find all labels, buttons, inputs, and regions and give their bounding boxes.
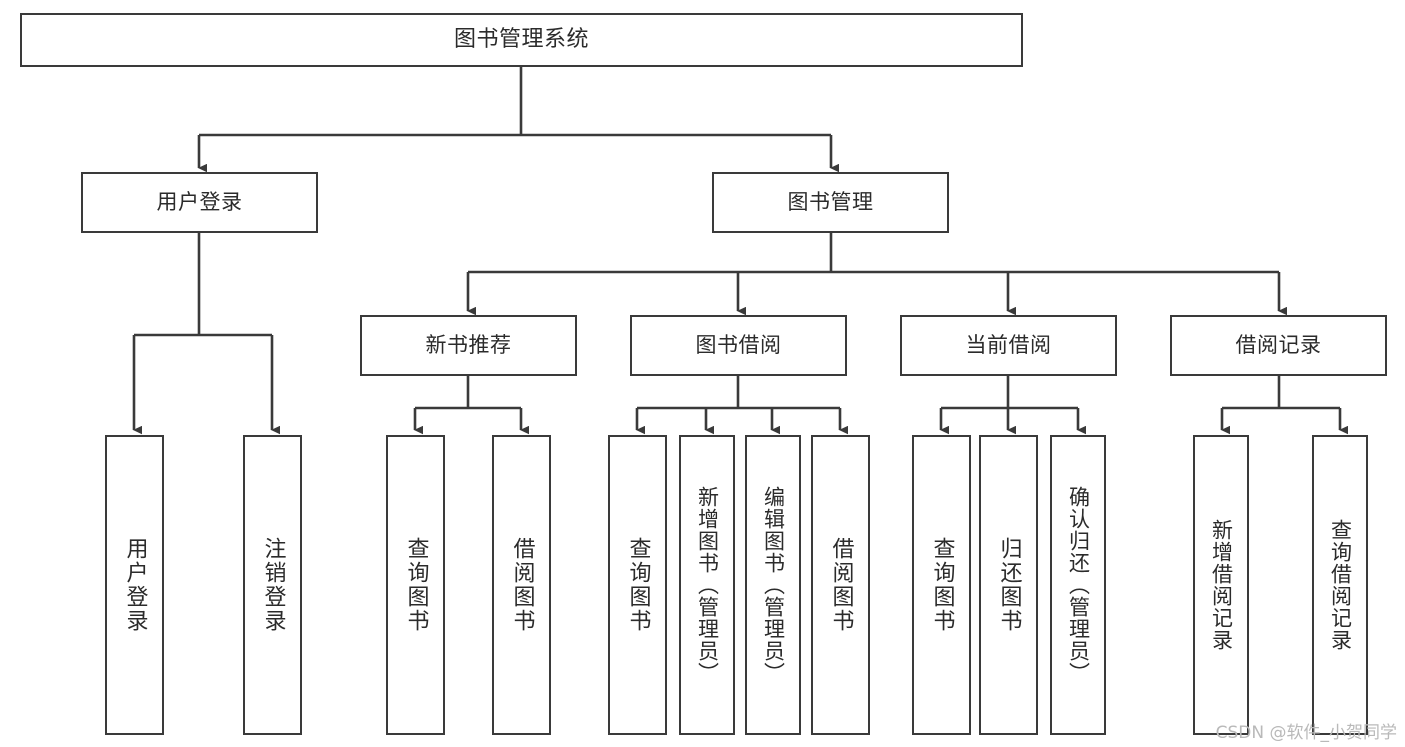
node-label: 新增图书（管理员）: [695, 486, 720, 684]
leaf-current-borrow-query-books[interactable]: 查询图书: [912, 435, 971, 735]
leaf-book-borrow-add-book-admin[interactable]: 新增图书（管理员）: [679, 435, 735, 735]
node-book-borrowing[interactable]: 图书借阅: [630, 315, 847, 376]
node-label: 用户登录: [156, 190, 243, 215]
node-book-management[interactable]: 图书管理: [712, 172, 949, 233]
leaf-new-book-borrow-books[interactable]: 借阅图书: [492, 435, 551, 735]
node-label: 借阅记录: [1235, 333, 1322, 358]
leaf-current-borrow-return-books[interactable]: 归还图书: [979, 435, 1038, 735]
node-label: 编辑图书（管理员）: [761, 486, 786, 684]
leaf-user-login-login[interactable]: 用户登录: [105, 435, 164, 735]
leaf-user-login-logout[interactable]: 注销登录: [243, 435, 302, 735]
leaf-book-borrow-query-books[interactable]: 查询图书: [608, 435, 667, 735]
node-label: 图书管理: [787, 190, 874, 215]
node-label: 注销登录: [260, 537, 286, 633]
node-label: 查询图书: [403, 537, 429, 633]
node-new-book-recommendation[interactable]: 新书推荐: [360, 315, 577, 376]
leaf-new-book-query-books[interactable]: 查询图书: [386, 435, 445, 735]
node-label: 借阅图书: [509, 537, 535, 633]
node-label: 新书推荐: [425, 333, 512, 358]
leaf-book-borrow-edit-book-admin[interactable]: 编辑图书（管理员）: [745, 435, 801, 735]
node-root-book-management-system[interactable]: 图书管理系统: [20, 13, 1023, 67]
node-label: 图书管理系统: [453, 27, 589, 53]
node-label: 图书借阅: [695, 333, 782, 358]
node-borrowing-record[interactable]: 借阅记录: [1170, 315, 1387, 376]
leaf-borrow-record-query-record[interactable]: 查询借阅记录: [1312, 435, 1368, 735]
node-label: 确认归还（管理员）: [1066, 486, 1091, 684]
node-label: 借阅图书: [828, 537, 854, 633]
node-current-borrowing[interactable]: 当前借阅: [900, 315, 1117, 376]
node-label: 查询借阅记录: [1328, 519, 1353, 651]
node-label: 查询图书: [929, 537, 955, 633]
node-user-login[interactable]: 用户登录: [81, 172, 318, 233]
node-label: 归还图书: [996, 537, 1022, 633]
node-label: 查询图书: [625, 537, 651, 633]
node-label: 当前借阅: [965, 333, 1052, 358]
node-label: 用户登录: [122, 537, 148, 633]
leaf-current-borrow-confirm-return-admin[interactable]: 确认归还（管理员）: [1050, 435, 1106, 735]
node-label: 新增借阅记录: [1209, 519, 1234, 651]
leaf-book-borrow-borrow-books[interactable]: 借阅图书: [811, 435, 870, 735]
leaf-borrow-record-add-record[interactable]: 新增借阅记录: [1193, 435, 1249, 735]
